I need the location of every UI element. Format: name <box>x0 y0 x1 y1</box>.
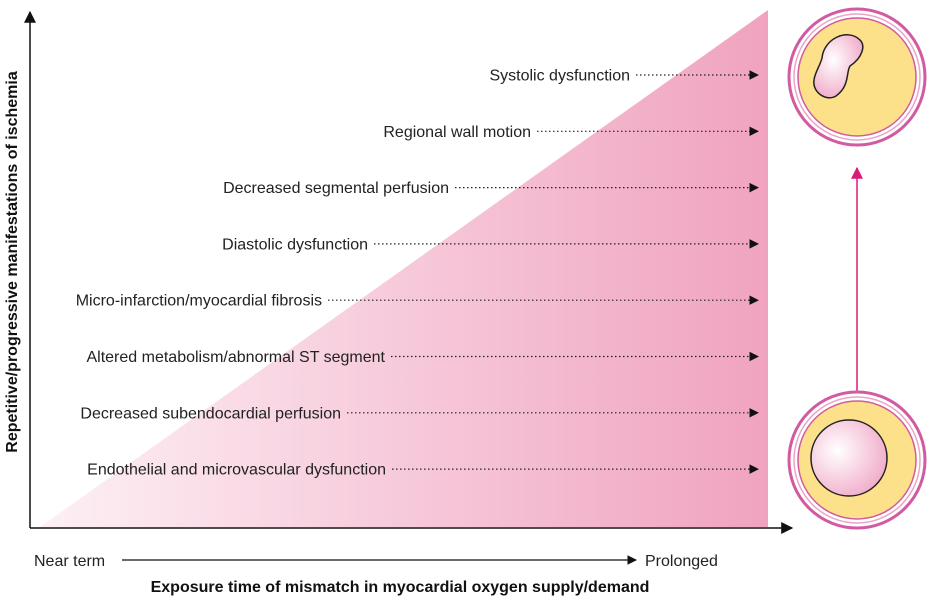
deformed-lumen <box>813 34 864 99</box>
stage-label: Regional wall motion <box>383 124 531 141</box>
stage-label: Systolic dysfunction <box>489 68 630 85</box>
stage-row: Diastolic dysfunction <box>222 236 759 253</box>
stage-row: Endothelial and microvascular dysfunctio… <box>87 462 759 479</box>
stage-row: Micro-infarction/myocardial fibrosis <box>76 293 759 310</box>
stage-row: Regional wall motion <box>383 124 759 141</box>
ischemia-severity-wedge <box>40 10 768 527</box>
stage-label: Micro-infarction/myocardial fibrosis <box>76 293 322 310</box>
stage-row: Altered metabolism/abnormal ST segment <box>86 349 759 366</box>
y-axis-title: Repetitive/progressive manifestations of… <box>4 71 21 453</box>
stage-label: Decreased segmental perfusion <box>223 180 449 197</box>
stage-label: Diastolic dysfunction <box>222 236 368 253</box>
stage-label: Decreased subendocardial perfusion <box>80 405 341 422</box>
stage-label: Altered metabolism/abnormal ST segment <box>86 349 385 366</box>
stage-label: Endothelial and microvascular dysfunctio… <box>87 462 386 479</box>
time-end-label: Prolonged <box>645 553 718 570</box>
normal-vessel-cross-section-bottom <box>787 390 927 530</box>
time-start-label: Near term <box>34 553 105 570</box>
stage-row: Decreased segmental perfusion <box>223 180 759 197</box>
stage-row: Systolic dysfunction <box>489 68 759 85</box>
x-axis-title: Exposure time of mismatch in myocardial … <box>151 579 650 596</box>
stage-row: Decreased subendocardial perfusion <box>80 405 759 422</box>
normal-lumen <box>810 419 888 497</box>
ischemic-vessel-cross-section-top <box>787 7 927 147</box>
